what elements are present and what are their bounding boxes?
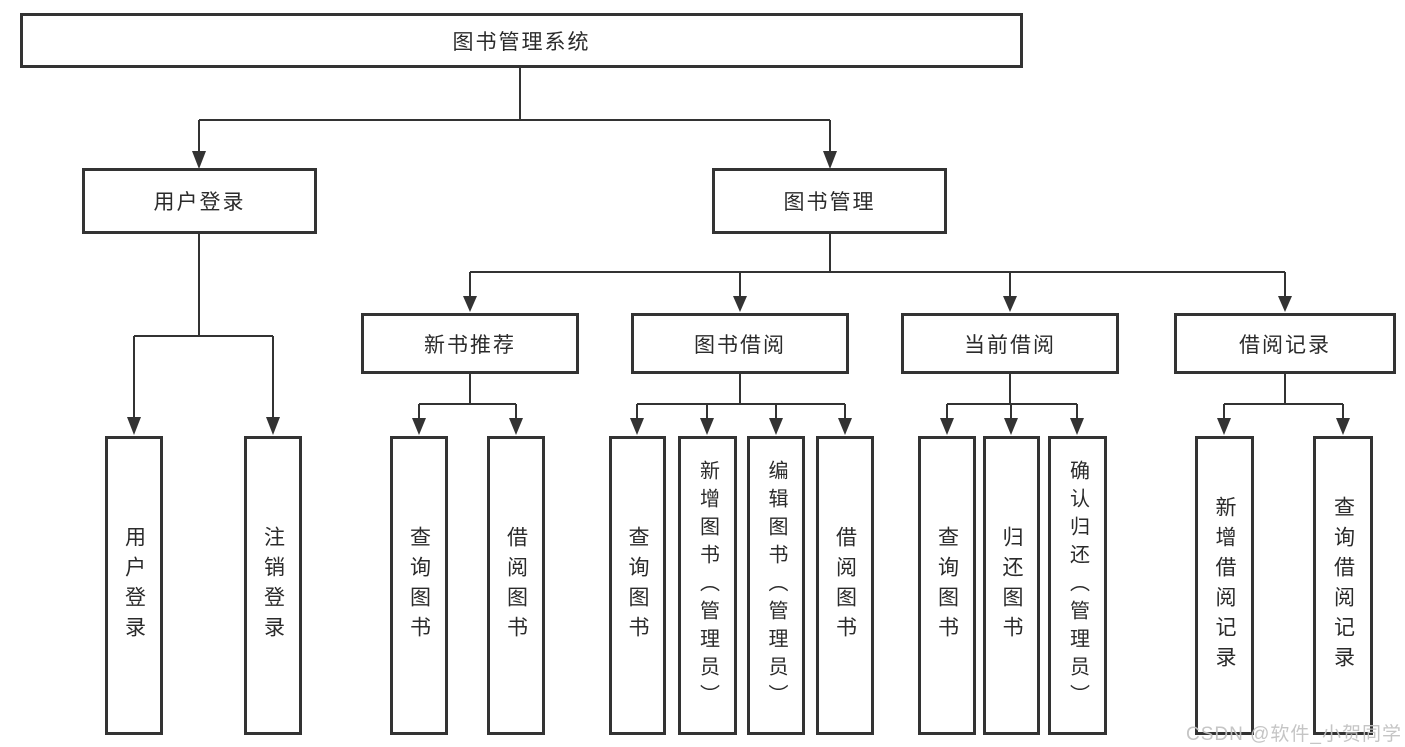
node-root: 图书管理系统: [20, 13, 1023, 68]
node-root-label: 图书管理系统: [452, 30, 591, 54]
node-cb-query: 查询图书: [918, 436, 976, 735]
node-rec-query-label: 查询图书: [407, 525, 431, 646]
node-br-query: 查询借阅记录: [1313, 436, 1373, 735]
node-rec-borrow: 借阅图书: [487, 436, 545, 735]
node-logout-leaf-label: 注销登录: [261, 525, 285, 646]
node-bb-query-label: 查询图书: [626, 525, 649, 646]
node-bb-edit-label: 编辑图书（管理员）: [765, 459, 787, 712]
node-bb-edit: 编辑图书（管理员）: [747, 436, 805, 735]
connector-root-to-level2: [192, 68, 837, 169]
connector-book-borrow-children: [630, 374, 852, 435]
node-user-login-label: 用户登录: [153, 191, 246, 214]
node-br-add: 新增借阅记录: [1195, 436, 1254, 735]
node-book-mgmt: 图书管理: [712, 168, 947, 234]
node-book-borrow: 图书借阅: [631, 313, 849, 374]
node-cb-return: 归还图书: [983, 436, 1040, 735]
connector-new-book-rec-children: [412, 374, 523, 435]
node-cb-query-label: 查询图书: [935, 525, 959, 646]
node-borrow-records: 借阅记录: [1174, 313, 1396, 374]
connector-current-borrow-children: [940, 374, 1084, 435]
node-br-add-label: 新增借阅记录: [1213, 495, 1236, 676]
node-book-borrow-label: 图书借阅: [694, 333, 786, 357]
node-user-login: 用户登录: [82, 168, 317, 234]
node-current-borrow: 当前借阅: [901, 313, 1119, 374]
node-bb-add: 新增图书（管理员）: [678, 436, 737, 735]
node-cb-confirm: 确认归还（管理员）: [1048, 436, 1107, 735]
node-cb-confirm-label: 确认归还（管理员）: [1066, 459, 1089, 712]
connector-user-login-children: [127, 234, 280, 435]
node-new-book-rec-label: 新书推荐: [424, 333, 516, 357]
node-cb-return-label: 归还图书: [1000, 525, 1023, 646]
node-bb-add-label: 新增图书（管理员）: [696, 459, 719, 712]
node-rec-borrow-label: 借阅图书: [504, 525, 528, 646]
connector-borrow-records-children: [1217, 374, 1350, 435]
connector-book-mgmt-children: [463, 234, 1292, 312]
node-borrow-records-label: 借阅记录: [1239, 333, 1331, 357]
node-book-mgmt-label: 图书管理: [783, 191, 876, 214]
node-current-borrow-label: 当前借阅: [964, 333, 1056, 357]
node-br-query-label: 查询借阅记录: [1331, 495, 1355, 676]
node-rec-query: 查询图书: [390, 436, 448, 735]
node-login-leaf-label: 用户登录: [122, 525, 146, 646]
node-logout-leaf: 注销登录: [244, 436, 302, 735]
node-bb-borrow: 借阅图书: [816, 436, 874, 735]
node-new-book-rec: 新书推荐: [361, 313, 579, 374]
node-login-leaf: 用户登录: [105, 436, 163, 735]
node-bb-query: 查询图书: [609, 436, 666, 735]
node-bb-borrow-label: 借阅图书: [833, 525, 857, 646]
